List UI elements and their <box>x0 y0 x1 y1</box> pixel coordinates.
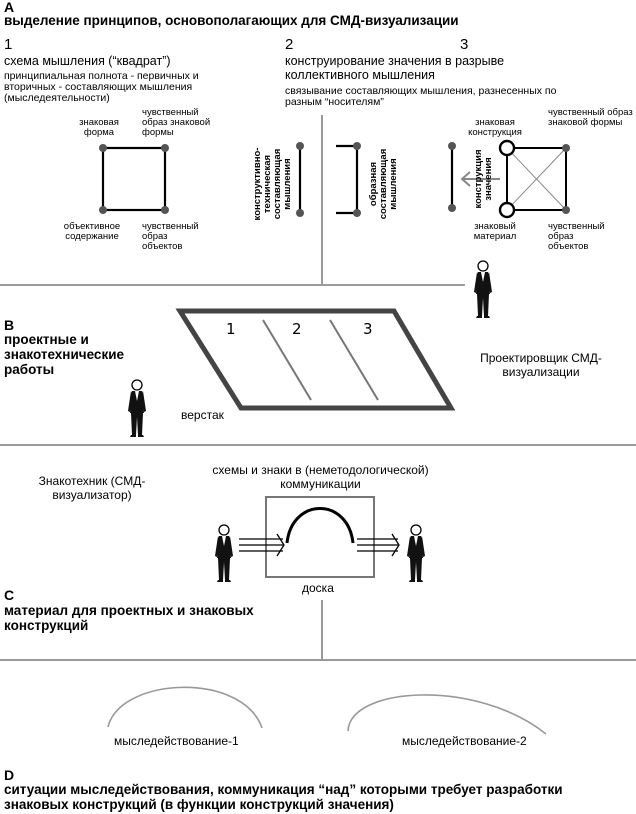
board-caption: схемы и знаки в (неметодологической) ком… <box>212 463 429 491</box>
label-sensual-objects-3: чувственный образ объектов <box>548 221 605 252</box>
right-arrows <box>357 533 400 557</box>
vertical-constructive-technical: конструктивно-техническая составляющая м… <box>252 147 293 221</box>
col1-title: схема мышления (“квадрат”) <box>4 54 171 68</box>
thought-action-2-label: мыследействование-2 <box>402 734 527 748</box>
section-d-letter: D <box>4 767 15 783</box>
workbench <box>175 308 456 411</box>
section-a-letter: A <box>4 0 15 15</box>
thought-action-1-label: мыследействование-1 <box>114 734 239 748</box>
collective-thinking-gap-scheme <box>296 142 361 217</box>
col2-title: конструирование значения в разрыве колле… <box>285 54 505 82</box>
col2-number: 2 <box>285 36 294 53</box>
col1-description: принципиальная полнота - первичных и вто… <box>4 70 199 104</box>
section-c-letter: C <box>4 587 15 603</box>
label-sensual-sign-form-1: чувственный образ знаковой формы <box>142 107 211 138</box>
label-objective-content: объективное содержание <box>63 221 121 242</box>
sign-technician-figure <box>127 379 147 438</box>
workbench-number-1: 1 <box>226 320 236 338</box>
label-sign-form: знаковая форма <box>79 117 119 138</box>
col2-description: связывание составляющих мышления, разнес… <box>285 85 557 108</box>
vertical-meaning-construction: конструкция значения <box>473 149 494 209</box>
designer-figure <box>473 260 493 319</box>
label-sensual-objects-1: чувственный образ объектов <box>142 221 199 252</box>
workbench-label: верстак <box>181 408 224 422</box>
thought-action-arc-2 <box>347 694 547 735</box>
col1-number: 1 <box>4 36 13 53</box>
section-d-title: ситуации мыследействования, коммуникация… <box>4 782 563 812</box>
meaning-construction-scheme <box>448 139 570 219</box>
section-c-title: материал для проектных и знаковых констр… <box>4 603 254 633</box>
section-b-letter: B <box>4 317 15 333</box>
col3-number: 3 <box>460 36 469 53</box>
workbench-number-3: 3 <box>363 320 373 338</box>
board <box>265 496 375 578</box>
section-a-title: выделение принципов, основополагающих дл… <box>4 13 459 28</box>
thought-action-arc-1 <box>107 686 263 729</box>
right-person-figure <box>406 524 426 583</box>
vertical-figurative: образная составляющая мышления <box>368 148 399 220</box>
label-sensual-sign-form-3: чувственный образ знаковой формы <box>548 107 633 128</box>
section-b-title: проектные и знакотехнические работы <box>4 332 125 377</box>
board-label: доска <box>302 581 334 595</box>
thinking-square-scheme <box>99 144 169 214</box>
left-person-figure <box>214 524 234 583</box>
workbench-number-2: 2 <box>292 320 302 338</box>
label-sign-material: знаковый материал <box>473 221 517 242</box>
sign-technician-label: Знакотехник (СМД-визуализатор) <box>38 474 146 502</box>
left-arrows <box>239 533 285 557</box>
designer-label: Проектировщик СМД-визуализации <box>480 351 602 379</box>
label-sign-construction: знаковая конструкция <box>468 117 522 138</box>
